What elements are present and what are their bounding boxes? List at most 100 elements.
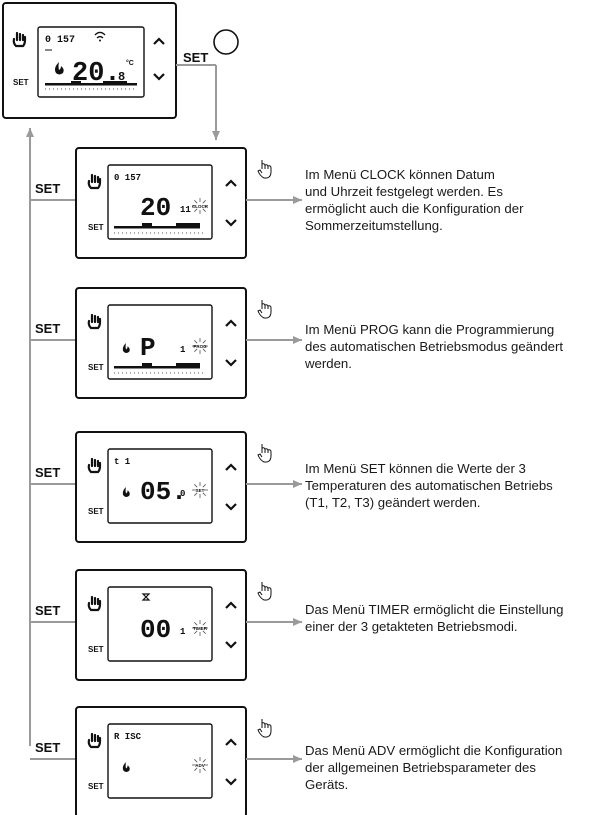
set-arrow-label: SET bbox=[183, 50, 208, 65]
display-top-text: t 1 bbox=[114, 457, 131, 467]
display-main-text: 20 bbox=[140, 193, 171, 223]
pointer-hand-icon bbox=[257, 582, 272, 601]
up-button[interactable] bbox=[225, 601, 237, 609]
description-line: Das Menü TIMER ermöglicht die Einstellun… bbox=[305, 602, 564, 617]
description-line: Geräts. bbox=[305, 777, 349, 792]
display-main-text: 05. bbox=[140, 477, 187, 507]
temp-small: 8 bbox=[118, 70, 125, 84]
hand-icon[interactable] bbox=[87, 732, 102, 749]
pointer-hand-icon bbox=[257, 300, 272, 319]
program-bar bbox=[114, 363, 205, 374]
display-top-text: R ISC bbox=[114, 732, 142, 742]
description-line: und Uhrzeit festgelegt werden. Es bbox=[305, 184, 503, 199]
hand-icon[interactable] bbox=[87, 313, 102, 330]
description-line: Das Menü ADV ermöglicht die Konfiguratio… bbox=[305, 743, 563, 758]
temp-unit: °C bbox=[126, 59, 134, 67]
side-set-label: SET bbox=[35, 603, 60, 618]
down-button[interactable] bbox=[225, 219, 237, 227]
description-line: Temperaturen des automatischen Betriebs bbox=[305, 478, 553, 493]
display bbox=[107, 448, 213, 524]
hand-icon[interactable] bbox=[87, 595, 102, 612]
set-key[interactable]: SET bbox=[88, 507, 104, 516]
menu-icon-label: ADV bbox=[195, 763, 205, 768]
flame-icon bbox=[122, 343, 130, 353]
description-line: werden. bbox=[305, 356, 352, 371]
pointer-hand-icon bbox=[257, 160, 272, 179]
hand-icon[interactable] bbox=[87, 173, 102, 190]
flame-icon bbox=[122, 762, 130, 772]
display-main-text: P bbox=[140, 333, 156, 363]
menu-icon-label: TIMER bbox=[193, 626, 208, 631]
description-line: ermöglicht auch die Konfiguration der bbox=[305, 201, 524, 216]
description-line: des automatischen Betriebsmodus geändert bbox=[305, 339, 564, 354]
down-button[interactable] bbox=[225, 778, 237, 786]
description-line: (T1, T2, T3) geändert werden. bbox=[305, 495, 481, 510]
side-set-label: SET bbox=[35, 321, 60, 336]
menu-icon-label: SET bbox=[196, 488, 205, 493]
description-line: Im Menü CLOCK können Datum bbox=[305, 167, 495, 182]
up-button[interactable] bbox=[225, 738, 237, 746]
down-button[interactable] bbox=[225, 503, 237, 511]
display-top-text: 0 157 bbox=[114, 173, 141, 183]
set-key[interactable]: SET bbox=[88, 782, 104, 791]
menu-sparkle-icon bbox=[192, 620, 208, 636]
menu-sparkle-icon bbox=[192, 482, 208, 498]
display bbox=[107, 304, 213, 380]
side-set-label: SET bbox=[35, 465, 60, 480]
hand-icon[interactable] bbox=[12, 31, 27, 48]
display-aux-text: 11 bbox=[180, 205, 191, 215]
description-prog: Im Menü PROG kann die Programmierung des … bbox=[305, 321, 563, 372]
top-thermostat: SET 0 157 20. 8 °C bbox=[2, 2, 177, 119]
menu-panel-adv: SET SET R ISC ADV bbox=[30, 706, 302, 815]
down-button[interactable] bbox=[153, 73, 165, 81]
description-line: Sommerzeitumstellung. bbox=[305, 218, 443, 233]
program-bar bbox=[114, 223, 205, 234]
menu-sparkle-icon bbox=[192, 338, 208, 354]
display bbox=[107, 723, 213, 799]
up-button[interactable] bbox=[225, 319, 237, 327]
top-display bbox=[37, 26, 145, 98]
display-aux-text: 1 bbox=[180, 627, 186, 637]
menu-panel-timer: SET SET 00 1 TIMER bbox=[30, 569, 302, 681]
set-key[interactable]: SET bbox=[88, 223, 104, 232]
menu-sparkle-icon bbox=[192, 198, 208, 214]
press-indicator bbox=[213, 29, 239, 55]
flame-icon bbox=[122, 487, 130, 497]
description-line: Im Menü PROG kann die Programmierung bbox=[305, 322, 555, 337]
flame-icon bbox=[55, 62, 64, 75]
menu-icon-label: CLOCK bbox=[192, 204, 209, 209]
description-clock: Im Menü CLOCK können Datum und Uhrzeit fe… bbox=[305, 166, 523, 234]
up-button[interactable] bbox=[225, 463, 237, 471]
display bbox=[107, 586, 213, 662]
display-aux-text: 0 bbox=[180, 489, 185, 499]
set-key[interactable]: SET bbox=[88, 363, 104, 372]
display-main-text: 00 bbox=[140, 615, 171, 645]
down-button[interactable] bbox=[225, 359, 237, 367]
set-key[interactable]: SET bbox=[13, 78, 29, 87]
description-adv: Das Menü ADV ermöglicht die Konfiguratio… bbox=[305, 742, 562, 793]
menu-sparkle-icon bbox=[192, 757, 208, 773]
display-aux-text: 1 bbox=[180, 345, 186, 355]
set-key[interactable]: SET bbox=[88, 645, 104, 654]
top-time: 0 157 bbox=[45, 35, 75, 46]
display bbox=[107, 164, 213, 240]
pointer-hand-icon bbox=[257, 444, 272, 463]
program-bar bbox=[45, 81, 137, 90]
description-line: der allgemeinen Betriebsparameter des bbox=[305, 760, 536, 775]
down-button[interactable] bbox=[225, 641, 237, 649]
up-button[interactable] bbox=[153, 37, 165, 45]
side-set-label: SET bbox=[35, 181, 60, 196]
wifi-icon bbox=[94, 31, 106, 42]
up-button[interactable] bbox=[225, 179, 237, 187]
description-timer: Das Menü TIMER ermöglicht die Einstellun… bbox=[305, 601, 564, 635]
hand-icon[interactable] bbox=[87, 457, 102, 474]
side-set-label: SET bbox=[35, 740, 60, 755]
hourglass-icon bbox=[141, 593, 151, 601]
pointer-hand-icon bbox=[257, 719, 272, 738]
